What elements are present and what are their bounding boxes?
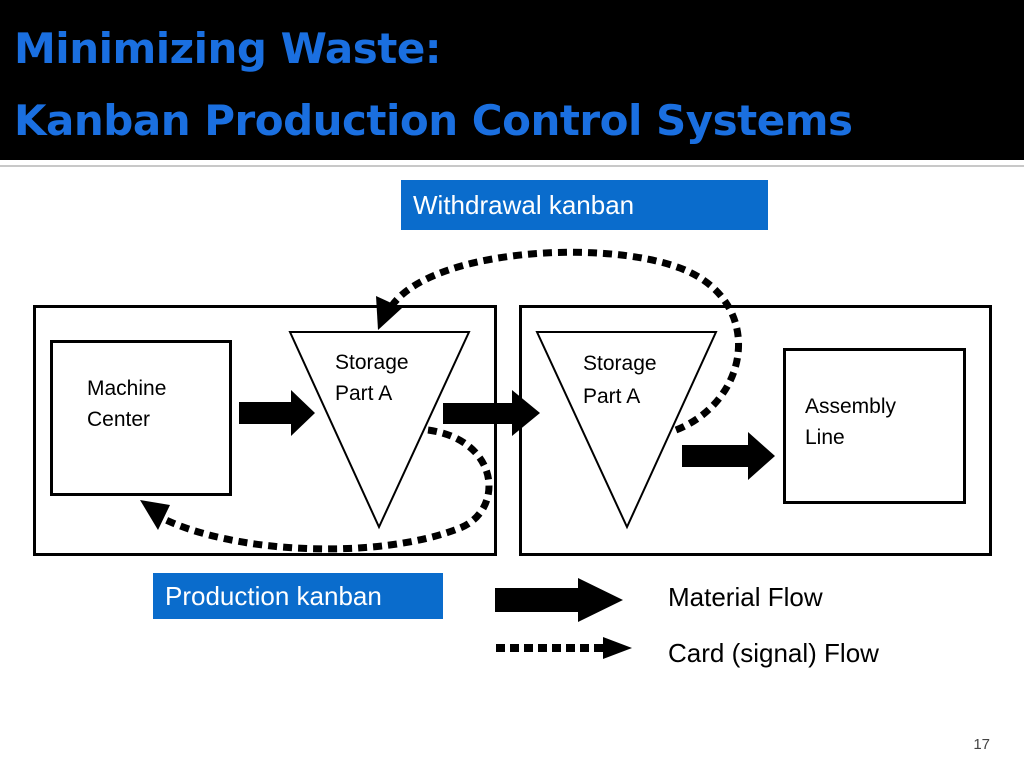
legend-card-flow-arrowhead bbox=[603, 637, 632, 659]
storage-left-label: Storage Part A bbox=[335, 351, 409, 405]
title-divider bbox=[0, 165, 1024, 167]
legend-material-flow-arrow bbox=[495, 578, 623, 622]
material-flow-arrow-3 bbox=[682, 432, 775, 480]
page-number: 17 bbox=[973, 736, 990, 753]
title-bar: Minimizing Waste: Kanban Production Cont… bbox=[0, 0, 1024, 160]
slide-title-line-1: Minimizing Waste: bbox=[14, 24, 442, 73]
machine-center-label: Machine Center bbox=[87, 377, 167, 431]
storage-triangle-left bbox=[288, 331, 471, 530]
withdrawal-kanban-label: Withdrawal kanban bbox=[401, 180, 768, 230]
storage-triangle-right bbox=[535, 331, 718, 530]
legend-card-flow-label: Card (signal) Flow bbox=[668, 638, 879, 668]
legend-material-flow-label: Material Flow bbox=[668, 582, 823, 612]
assembly-line-label: Assembly Line bbox=[805, 395, 897, 449]
storage-right-label: Storage Part A bbox=[583, 352, 657, 408]
production-kanban-arrowhead bbox=[140, 500, 170, 530]
withdrawal-kanban-card-flow bbox=[384, 248, 743, 434]
production-kanban-card-flow bbox=[154, 426, 493, 553]
slide-title-line-2: Kanban Production Control Systems bbox=[14, 96, 853, 145]
assembly-line-box bbox=[783, 348, 966, 504]
machine-center-box bbox=[50, 340, 232, 496]
withdrawal-kanban-arrowhead bbox=[376, 296, 402, 330]
material-flow-arrow-2 bbox=[443, 390, 540, 436]
production-kanban-label: Production kanban bbox=[153, 573, 443, 619]
material-flow-arrow-1 bbox=[239, 390, 315, 436]
